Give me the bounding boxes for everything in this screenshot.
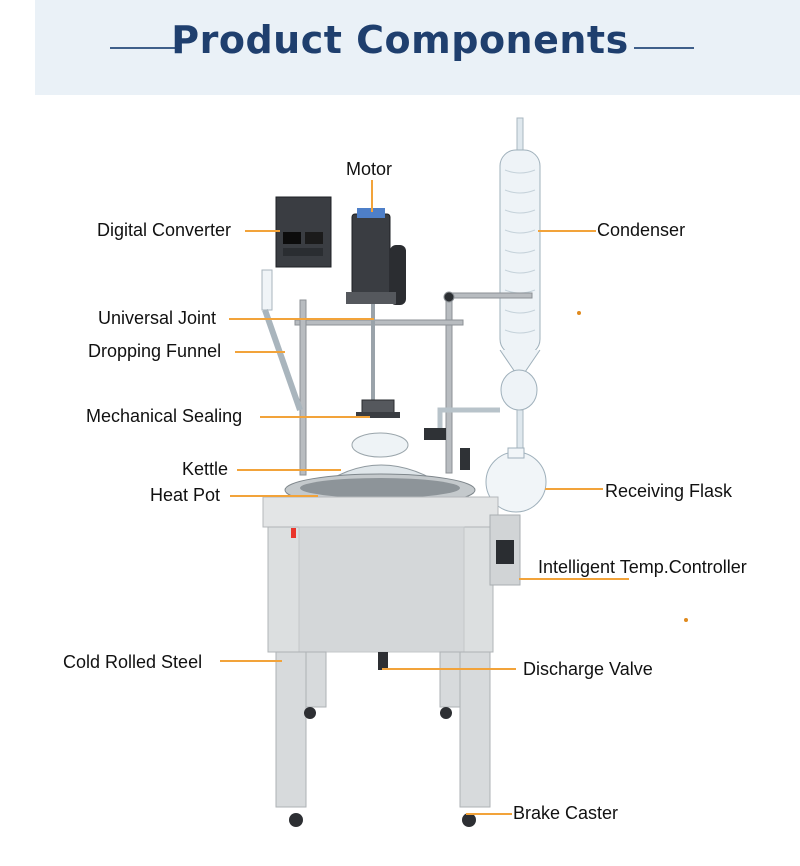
receiving-flask-glass (485, 447, 547, 513)
title-rule-left (110, 47, 178, 49)
seal-assembly (356, 399, 400, 418)
label-condenser: Condenser (597, 220, 686, 240)
label-mechanical-sealing: Mechanical Sealing (86, 406, 243, 426)
leader-dropping-funnel (235, 351, 285, 353)
page-title: Product Components (171, 18, 629, 62)
casters (289, 652, 476, 827)
leader-motor (371, 180, 373, 212)
label-kettle: Kettle (182, 459, 229, 479)
label-dropping-funnel: Dropping Funnel (88, 341, 222, 361)
title-rule-right (634, 47, 694, 49)
label-brake-caster: Brake Caster (513, 803, 619, 823)
label-intelligent-temp-controller: Intelligent Temp.Controller (538, 557, 747, 577)
converter-box (275, 196, 332, 268)
leader-kettle (237, 469, 341, 471)
cabinet-legs (275, 651, 491, 808)
motor-body (346, 208, 406, 414)
support-frame (294, 291, 533, 476)
leader-intelligent-temp-controller (519, 578, 629, 580)
leader-digital-converter (245, 230, 280, 232)
leader-discharge-valve (382, 668, 516, 670)
leader-condenser (538, 230, 596, 232)
label-digital-converter: Digital Converter (97, 220, 232, 240)
label-receiving-flask: Receiving Flask (605, 481, 733, 501)
label-discharge-valve: Discharge Valve (523, 659, 653, 679)
condenser-glass (499, 117, 541, 411)
label-universal-joint: Universal Joint (98, 308, 217, 328)
decor-dot-2 (684, 618, 688, 622)
leader-receiving-flask (545, 488, 603, 490)
label-motor: Motor (346, 159, 393, 179)
leader-universal-joint (229, 318, 374, 320)
leader-cold-rolled-steel (220, 660, 282, 662)
leader-heat-pot (230, 495, 318, 497)
decor-dot-1 (577, 311, 581, 315)
steel-cabinet (262, 496, 521, 653)
label-cold-rolled-steel: Cold Rolled Steel (63, 652, 203, 672)
label-heat-pot: Heat Pot (150, 485, 221, 505)
leader-mechanical-sealing (260, 416, 370, 418)
leader-brake-caster (466, 813, 512, 815)
funnel-glass (261, 269, 303, 411)
